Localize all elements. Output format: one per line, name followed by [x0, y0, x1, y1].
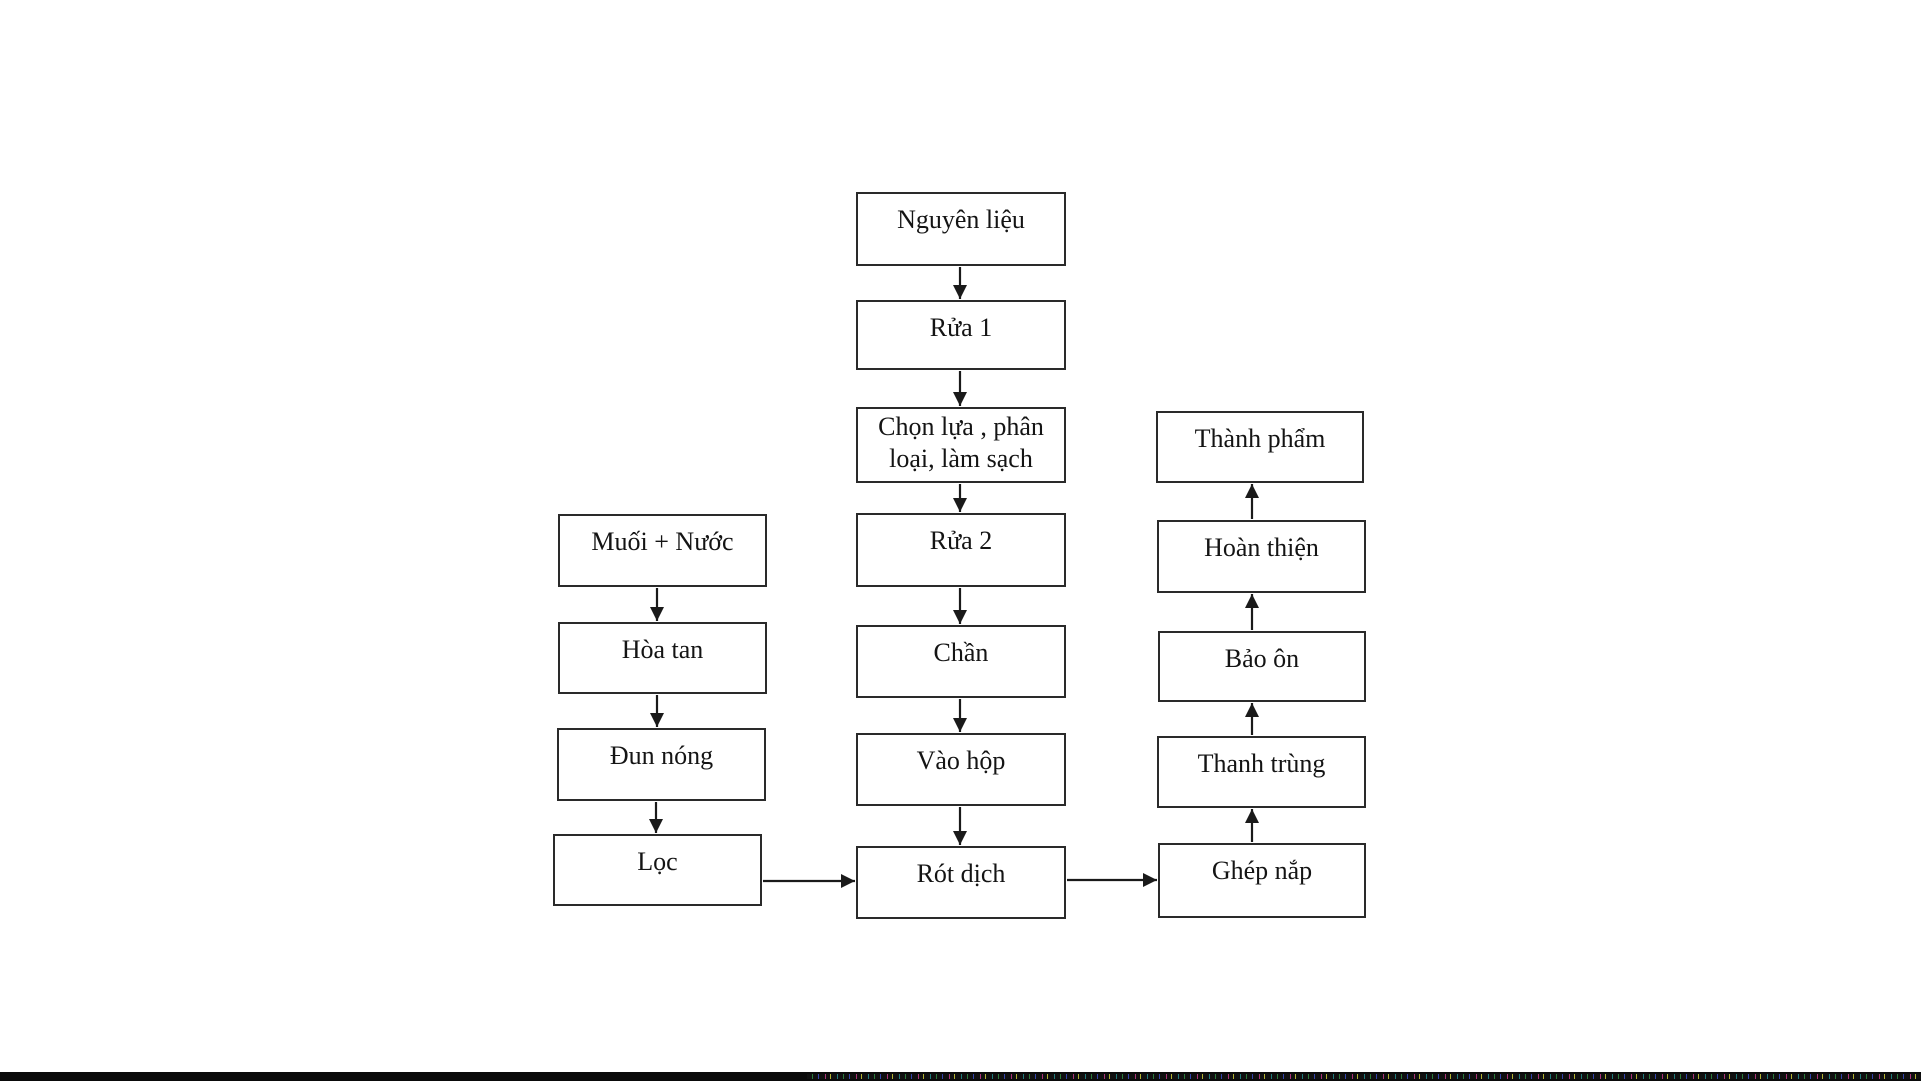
node-vao-hop: Vào hộp — [856, 733, 1066, 806]
node-loc: Lọc — [553, 834, 762, 906]
node-label: Thành phẩm — [1194, 424, 1326, 453]
node-label: Rửa 1 — [929, 313, 993, 342]
node-label: Chọn lựa , phân loại, làm sạch — [878, 412, 1044, 473]
node-label: Rót dịch — [916, 859, 1006, 888]
node-label: Chần — [933, 638, 989, 667]
node-ghep-nap: Ghép nắp — [1158, 843, 1366, 918]
node-label: Hoàn thiện — [1204, 533, 1319, 562]
node-hoan-thien: Hoàn thiện — [1157, 520, 1366, 593]
node-label: Ghép nắp — [1211, 856, 1313, 885]
node-thanh-trung: Thanh trùng — [1157, 736, 1366, 808]
node-nguyen-lieu: Nguyên liệu — [856, 192, 1066, 266]
node-thanh-pham: Thành phẩm — [1156, 411, 1364, 483]
node-chan: Chần — [856, 625, 1066, 698]
node-label: Muối + Nước — [591, 527, 734, 556]
node-label: Vào hộp — [916, 746, 1006, 775]
node-chon-lua: Chọn lựa , phân loại, làm sạch — [856, 407, 1066, 483]
node-label: Bảo ôn — [1224, 644, 1300, 673]
node-label: Rửa 2 — [929, 526, 993, 555]
bottom-scan-artifact-bar — [0, 1072, 1921, 1081]
node-hoa-tan: Hòa tan — [558, 622, 767, 694]
node-label: Hòa tan — [621, 635, 704, 664]
node-label: Thanh trùng — [1197, 749, 1326, 778]
node-dun-nong: Đun nóng — [557, 728, 766, 801]
node-rua-1: Rửa 1 — [856, 300, 1066, 370]
node-label: Nguyên liệu — [897, 205, 1025, 234]
node-rot-dich: Rót dịch — [856, 846, 1066, 919]
node-label: Đun nóng — [609, 741, 714, 770]
node-muoi-nuoc: Muối + Nước — [558, 514, 767, 587]
node-label: Lọc — [637, 847, 678, 876]
node-rua-2: Rửa 2 — [856, 513, 1066, 587]
node-bao-on: Bảo ôn — [1158, 631, 1366, 702]
